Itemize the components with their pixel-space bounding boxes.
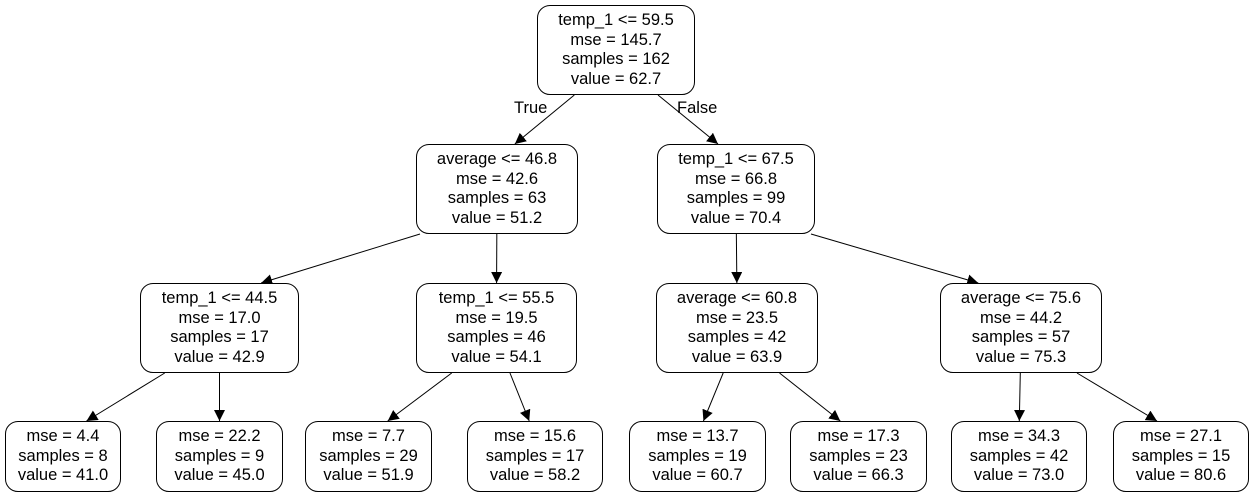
tree-edge-n0-n1: [514, 94, 575, 145]
tree-edge-n2-n5: [731, 233, 743, 284]
node-text-line: samples = 42: [687, 328, 787, 346]
node-text-line: samples = 162: [562, 50, 670, 68]
node-text-line: value = 58.2: [489, 466, 581, 485]
node-text-line: temp_1 <= 55.5: [438, 289, 555, 307]
node-text-line: temp_1 <= 59.5: [558, 11, 674, 29]
node-text-line: mse = 145.7: [570, 30, 662, 49]
node-text-line: value = 41.0: [17, 466, 109, 485]
node-text-line: average <= 75.6: [960, 289, 1082, 307]
node-text-line: value = 51.9: [323, 466, 414, 485]
node-text-line: mse = 4.4: [26, 427, 100, 446]
node-text-line: mse = 17.0: [178, 308, 261, 327]
node-text-line: mse = 42.6: [455, 169, 539, 188]
node-text-line: mse = 23.5: [695, 308, 779, 327]
node-text-line: samples = 17: [485, 446, 585, 465]
node-text-line: samples = 19: [648, 446, 747, 465]
node-text-line: mse = 34.3: [977, 427, 1061, 446]
node-text-line: samples = 63: [447, 189, 547, 207]
node-text-line: temp_1 <= 67.5: [678, 150, 794, 168]
node-text-line: samples = 8: [18, 446, 108, 465]
tree-edge-n4-n10: [509, 372, 531, 422]
node-text-line: value = 60.7: [652, 466, 743, 485]
tree-edge-n5-n11: [702, 372, 724, 422]
node-text-line: average <= 60.8: [676, 289, 798, 307]
node-text-line: mse = 44.2: [979, 308, 1063, 327]
node-text-line: samples = 17: [170, 328, 269, 346]
node-text-line: samples = 29: [319, 446, 418, 465]
node-text-line: mse = 22.2: [178, 427, 261, 446]
node-text-line: mse = 15.6: [493, 427, 577, 446]
node-text-line: value = 54.1: [451, 347, 542, 366]
node-text-line: mse = 27.1: [1139, 427, 1223, 446]
node-text-line: value = 63.9: [691, 347, 783, 366]
node-text-line: value = 42.9: [174, 347, 265, 366]
node-text-line: samples = 9: [174, 446, 265, 465]
node-text-line: value = 75.3: [975, 347, 1067, 366]
node-text-line: value = 66.3: [813, 466, 904, 485]
tree-edge-n4-n9: [387, 372, 453, 422]
node-text-line: mse = 17.3: [817, 427, 900, 446]
node-text-line: temp_1 <= 44.5: [161, 289, 278, 307]
node-text-line: value = 73.0: [973, 466, 1065, 485]
node-text-line: mse = 19.5: [455, 308, 538, 327]
tree-edge-n0-n2: [657, 94, 719, 145]
node-text-line: mse = 66.8: [694, 169, 778, 188]
node-text-line: mse = 13.7: [656, 427, 739, 446]
node-text-line: samples = 57: [971, 328, 1071, 346]
tree-edge-n1-n3: [260, 233, 421, 286]
tree-edge-n6-n13: [1014, 372, 1026, 422]
false-edge-label: False: [677, 99, 718, 117]
node-text-line: samples = 15: [1131, 446, 1231, 465]
true-edge-label: True: [514, 99, 548, 117]
tree-edge-n6-n14: [1076, 372, 1158, 422]
tree-edge-n2-n6: [810, 233, 979, 286]
tree-edge-n5-n12: [779, 372, 841, 422]
node-text-line: value = 62.7: [570, 69, 662, 88]
node-text-line: samples = 99: [686, 189, 786, 207]
tree-edge-n3-n7: [86, 372, 165, 422]
node-text-line: value = 45.0: [174, 466, 265, 485]
node-text-line: samples = 23: [809, 446, 908, 465]
node-text-line: value = 70.4: [690, 208, 782, 227]
node-text-line: samples = 46: [447, 328, 546, 346]
node-text-line: mse = 7.7: [332, 427, 405, 446]
node-text-line: average <= 46.8: [436, 150, 558, 168]
node-text-line: samples = 42: [969, 446, 1069, 465]
node-text-line: value = 80.6: [1135, 466, 1227, 485]
node-text-line: value = 51.2: [451, 208, 543, 227]
